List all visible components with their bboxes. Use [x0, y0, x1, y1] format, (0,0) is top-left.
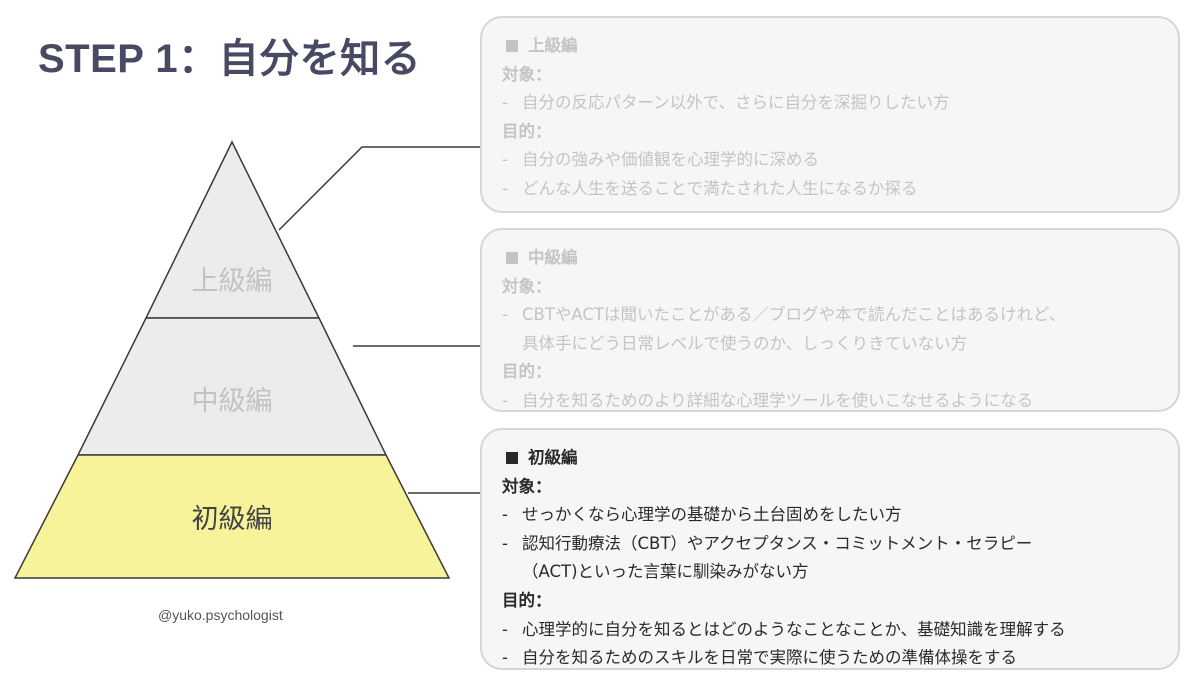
goal-label: 目的： — [502, 590, 552, 610]
goal-label: 目的： — [502, 121, 552, 141]
card-intermediate: 中級編 対象： -CBTやACTは聞いたことがある／ブログや本で読んだことはある… — [480, 228, 1180, 412]
connector-line-advanced — [278, 146, 480, 231]
pyramid-label-beginner: 初級編 — [192, 504, 273, 535]
list-item: -どんな人生を送ることで満たされた人生になるか探る — [502, 178, 918, 198]
list-item: -心理学的に自分を知るとはどのようなことなことか、基礎知識を理解する — [502, 619, 1066, 639]
list-item: -認知行動療法（CBT）やアクセプタンス・コミットメント・セラピー — [502, 533, 1033, 553]
target-label: 対象： — [502, 64, 552, 84]
square-bullet-icon — [506, 452, 518, 464]
target-label: 対象： — [502, 476, 552, 496]
pyramid-tier-beginner — [13, 454, 451, 579]
pyramid-label-advanced: 上級編 — [192, 266, 273, 297]
square-bullet-icon — [506, 252, 518, 264]
card-heading: 上級編 — [502, 32, 1160, 61]
credit-handle: @yuko.psychologist — [158, 607, 283, 623]
list-item: -自分を知るためのより詳細な心理学ツールを使いこなせるようになる — [502, 390, 1034, 410]
card-heading: 中級編 — [502, 244, 1160, 273]
list-item: -自分を知るためのスキルを日常で実際に使うための準備体操をする — [502, 648, 1017, 668]
target-label: 対象： — [502, 276, 552, 296]
list-item: -せっかくなら心理学の基礎から土台固めをしたい方 — [502, 505, 902, 525]
list-item: -自分の反応パターン以外で、さらに自分を深掘りしたい方 — [502, 93, 950, 113]
card-heading: 初級編 — [502, 444, 1160, 473]
card-beginner: 初級編 対象： -せっかくなら心理学の基礎から土台固めをしたい方 -認知行動療法… — [480, 428, 1180, 670]
card-advanced: 上級編 対象： -自分の反応パターン以外で、さらに自分を深掘りしたい方 目的： … — [480, 16, 1180, 213]
pyramid-label-intermediate: 中級編 — [192, 386, 273, 417]
list-item-continuation: （ACT)といった言葉に馴染みがない方 — [522, 562, 809, 582]
list-item: -CBTやACTは聞いたことがある／ブログや本で読んだことはあるけれど、 — [502, 305, 1066, 325]
page-title: STEP 1：自分を知る — [38, 37, 422, 81]
list-item: -自分の強みや価値観を心理学的に深める — [502, 150, 819, 170]
list-item-continuation: 具体手にどう日常レベルで使うのか、しっくりきていない方 — [522, 333, 968, 353]
square-bullet-icon — [506, 40, 518, 52]
goal-label: 目的： — [502, 362, 552, 382]
